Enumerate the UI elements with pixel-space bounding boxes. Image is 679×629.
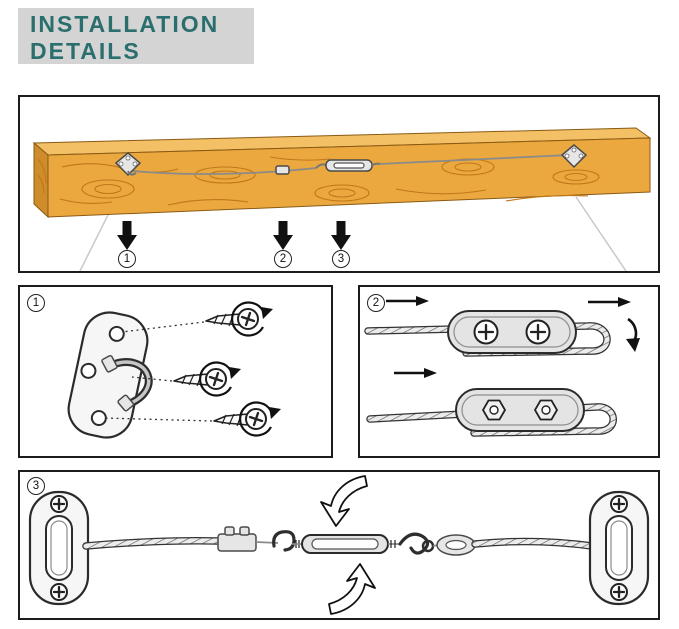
page-title-line2: DETAILS xyxy=(30,37,141,64)
rotation-arrow-up-icon xyxy=(320,475,368,527)
anchor-plate-right xyxy=(588,490,650,606)
step3-illustration xyxy=(28,475,650,615)
step3-number: 3 xyxy=(27,477,45,495)
down-arrow-2 xyxy=(273,221,293,250)
page-title: INSTALLATION DETAILS xyxy=(18,8,254,64)
overview-illustration xyxy=(32,127,652,271)
rotation-arrow-down-icon xyxy=(328,563,376,615)
rotate-arrow-icon xyxy=(198,361,232,397)
turnbuckle-small xyxy=(315,159,381,172)
step2-panel: 2 xyxy=(358,285,660,458)
wall-guide-lines xyxy=(79,196,627,271)
hook-right xyxy=(398,532,430,555)
callout-number-1: 1 xyxy=(118,250,136,268)
down-arrow-3 xyxy=(331,221,351,250)
callout-number-2: 2 xyxy=(274,250,292,268)
page-title-line1: INSTALLATION xyxy=(30,11,220,37)
step2-number: 2 xyxy=(367,294,385,312)
down-arrow-1 xyxy=(117,221,137,250)
step1-number: 1 xyxy=(27,294,45,312)
callout-number-3: 3 xyxy=(332,250,350,268)
screw-guide-lines xyxy=(103,321,213,422)
rotate-arrow-icon xyxy=(238,401,272,437)
wire-rope xyxy=(131,154,571,175)
overview-panel: 1 2 3 xyxy=(18,95,660,273)
turnbuckle xyxy=(292,534,400,554)
duplex-clip-top xyxy=(447,310,577,354)
step1-panel: 1 xyxy=(18,285,333,458)
step1-illustration xyxy=(67,301,281,439)
direction-arrows xyxy=(386,296,640,378)
hook-left xyxy=(272,530,296,552)
rope-bottom xyxy=(366,403,617,437)
step2-illustration xyxy=(364,296,640,437)
rope-left xyxy=(82,536,222,550)
rope-right xyxy=(471,537,596,550)
rope-clip-small xyxy=(275,165,290,175)
rotate-arrow-icon xyxy=(230,301,264,337)
rope-top xyxy=(364,322,611,357)
step3-panel: 3 xyxy=(18,470,660,620)
ferrule xyxy=(436,534,476,556)
wood-grain xyxy=(37,156,600,206)
screw-3 xyxy=(213,401,281,437)
screw-2 xyxy=(173,361,241,397)
screw-1 xyxy=(205,301,273,337)
d-ring xyxy=(101,354,153,412)
anchor-plate-left xyxy=(28,490,90,606)
callout-arrows xyxy=(117,221,351,250)
pad-eye-left xyxy=(114,152,142,177)
duplex-clip-bottom xyxy=(455,388,585,432)
pad-eye-plate xyxy=(67,311,153,439)
rope-clip-left xyxy=(217,526,257,552)
pad-eye-right xyxy=(560,144,588,169)
